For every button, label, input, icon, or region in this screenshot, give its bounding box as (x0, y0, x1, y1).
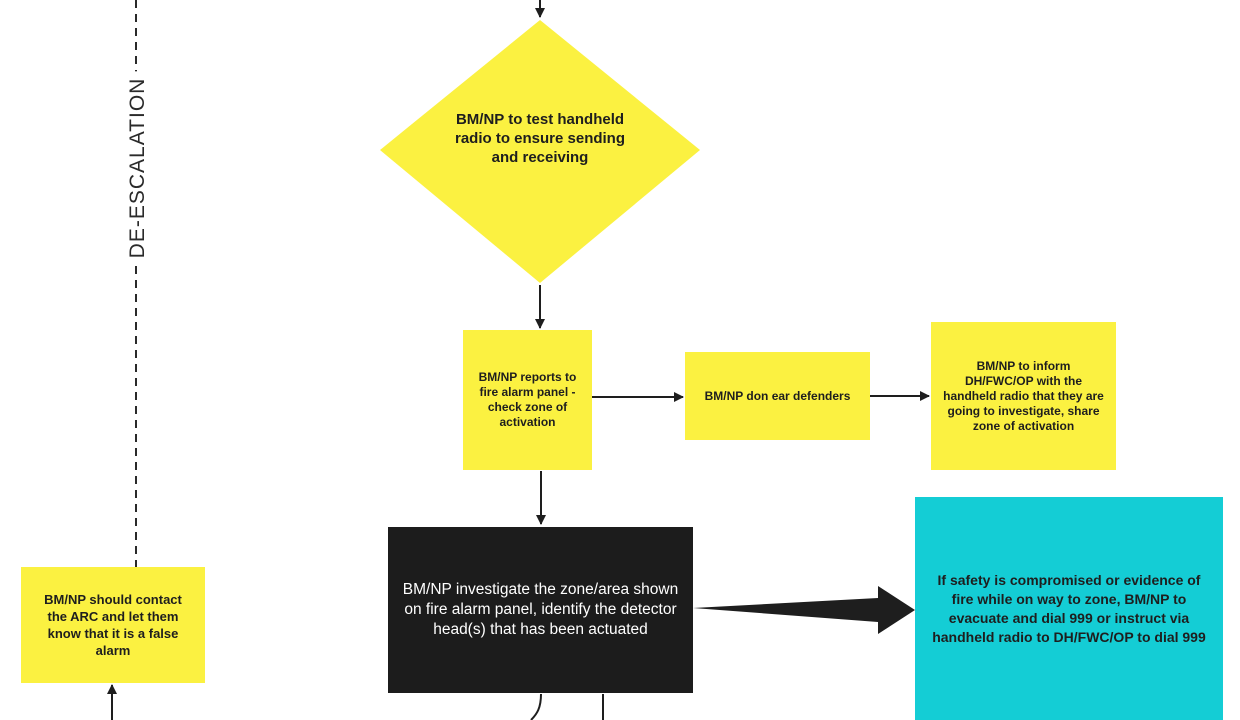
arrow-investigate-to-safety (693, 586, 915, 634)
investigate-zone-text: BM/NP investigate the zone/area shown on… (402, 581, 679, 638)
connector-investigate-bottom-left (530, 693, 542, 720)
inform-radio-text: BM/NP to inform DH/FWC/OP with the handh… (943, 358, 1104, 433)
inform-radio-box: BM/NP to inform DH/FWC/OP with the handh… (931, 322, 1116, 470)
false-alarm-box: BM/NP should contact the ARC and let the… (21, 567, 205, 683)
reports-panel-text: BM/NP reports to fire alarm panel - chec… (478, 370, 577, 429)
test-radio-decision-text: BM/NP to test handheld radio to ensure s… (454, 111, 626, 166)
safety-compromised-text: If safety is compromised or evidence of … (932, 571, 1206, 645)
reports-panel-box: BM/NP reports to fire alarm panel - chec… (463, 330, 592, 470)
investigate-zone-box: BM/NP investigate the zone/area shown on… (388, 527, 693, 693)
de-escalation-label: DE-ESCALATION (126, 71, 150, 265)
decision-diamond (380, 20, 700, 283)
ear-defenders-text: BM/NP don ear defenders (704, 388, 851, 403)
ear-defenders-box: BM/NP don ear defenders (685, 352, 870, 440)
false-alarm-text: BM/NP should contact the ARC and let the… (44, 592, 182, 658)
safety-compromised-box: If safety is compromised or evidence of … (915, 497, 1223, 720)
